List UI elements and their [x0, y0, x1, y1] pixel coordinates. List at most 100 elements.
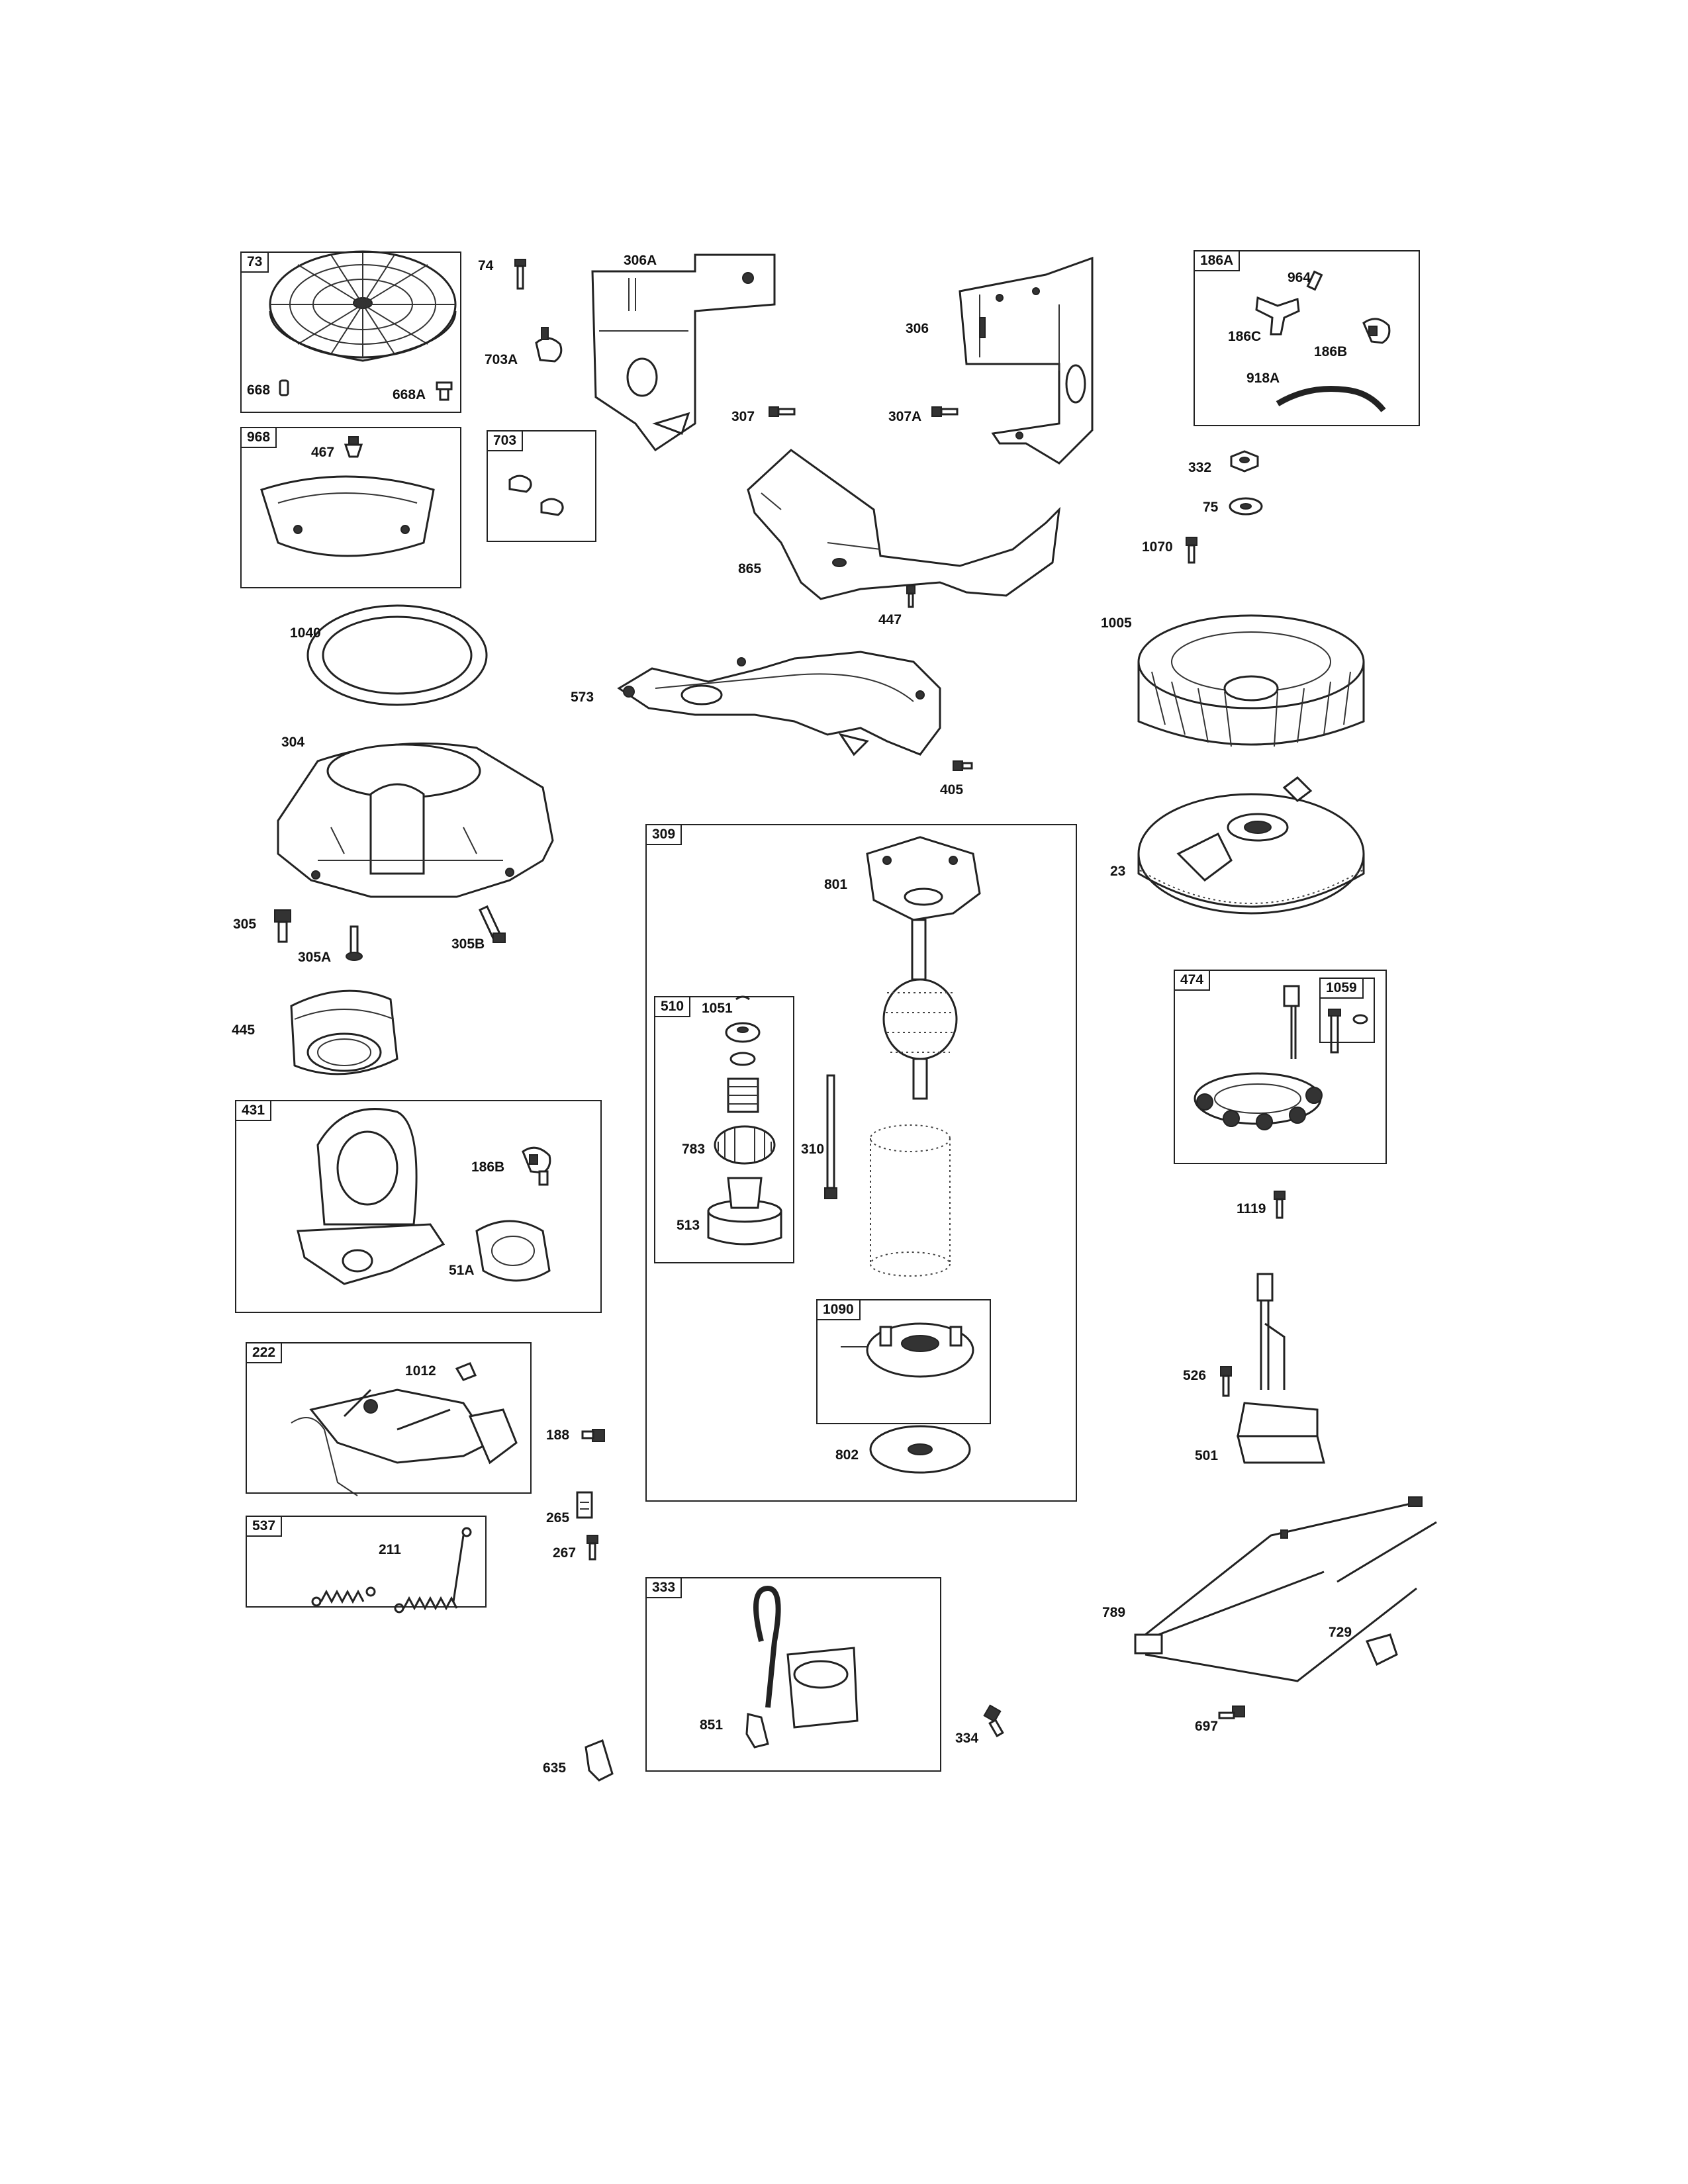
part-label-802: 802 [835, 1447, 859, 1463]
part-label-186B-top: 186B [1314, 344, 1348, 359]
group-box-186A: 186A [1194, 250, 1420, 426]
screw-305-drawing [274, 909, 291, 943]
part-label-964: 964 [1288, 270, 1311, 285]
rotating-screen-drawing [269, 250, 457, 362]
part-label-74: 74 [478, 258, 494, 273]
group-box-309: 309 [645, 824, 1077, 1502]
part-label-1070: 1070 [1142, 539, 1173, 555]
part-label-304: 304 [281, 735, 305, 750]
part-label-188: 188 [546, 1428, 570, 1443]
baffle-573-drawing [617, 651, 941, 756]
boot-635-drawing [585, 1739, 614, 1782]
part-label-501: 501 [1195, 1448, 1219, 1463]
part-label-703A: 703A [485, 352, 518, 367]
part-label-306: 306 [906, 321, 929, 336]
end-cap-802-drawing [869, 1425, 971, 1474]
ignition-coil-333-drawing [753, 1585, 859, 1729]
boot-851-drawing [745, 1713, 769, 1749]
group-box-968: 968 [240, 427, 461, 588]
part-label-789: 789 [1102, 1605, 1126, 1620]
fitting-964-drawing [1306, 270, 1323, 291]
clamp-265-drawing [576, 1491, 593, 1519]
part-label-186B: 186B [471, 1160, 505, 1175]
part-label-697: 697 [1195, 1719, 1219, 1734]
screw-1059-drawing [1328, 1009, 1368, 1054]
screw-188-drawing [581, 1429, 605, 1442]
screw-405-drawing [953, 760, 973, 771]
group-box-703: 703 [487, 430, 596, 542]
screw-307-drawing [769, 406, 796, 417]
clip-703A-drawing [535, 327, 563, 363]
part-label-729: 729 [1329, 1625, 1352, 1640]
pin-668A-drawing [436, 381, 453, 401]
group-box-73: 73 [240, 251, 461, 413]
drive-parts-drawing [725, 1022, 761, 1113]
part-label-310: 310 [801, 1142, 825, 1157]
part-label-51A: 51A [449, 1263, 475, 1278]
nut-332-drawing [1230, 450, 1259, 473]
group-tag-1059: 1059 [1321, 979, 1364, 999]
bracket-801-drawing [866, 836, 981, 921]
group-tag-510: 510 [655, 997, 691, 1017]
gasket-51A-drawing [475, 1220, 551, 1282]
clip-703-drawing [508, 475, 564, 516]
part-label-265: 265 [546, 1510, 570, 1525]
pin-668-drawing [279, 379, 289, 396]
group-tag-703: 703 [488, 432, 524, 451]
screw-1119-drawing [1274, 1191, 1286, 1219]
screw-267-drawing [586, 1535, 598, 1561]
part-label-307: 307 [731, 409, 755, 424]
armature-drawing [882, 919, 958, 1100]
part-label-332: 332 [1188, 460, 1212, 475]
cover-968-drawing [260, 475, 435, 557]
group-box-1059: 1059 [1319, 978, 1375, 1043]
screw-334-drawing [983, 1704, 1004, 1738]
link-1012-drawing [455, 1362, 477, 1381]
harness-789-drawing [1134, 1496, 1437, 1682]
part-label-405: 405 [940, 782, 964, 797]
screw-74-drawing [514, 259, 526, 290]
ring-1040-drawing [306, 604, 488, 706]
rectifier-501-drawing [1237, 1273, 1325, 1464]
part-label-306A: 306A [624, 253, 657, 268]
gear-783-drawing [714, 1125, 776, 1165]
baffle-865-drawing [747, 449, 1061, 600]
group-box-474: 474 [1174, 970, 1387, 1164]
screw-1070-drawing [1186, 537, 1197, 564]
group-tag-186A: 186A [1195, 251, 1241, 271]
fitting-186B-drawing [522, 1146, 551, 1186]
part-label-211: 211 [379, 1542, 401, 1557]
part-label-668: 668 [247, 383, 271, 398]
screw-697-drawing [1218, 1706, 1245, 1719]
part-label-305: 305 [233, 917, 257, 932]
part-label-783: 783 [682, 1142, 706, 1157]
fan-1005-drawing [1137, 614, 1365, 747]
screw-305A-drawing [346, 925, 363, 961]
governor-222-drawing [291, 1388, 518, 1496]
part-label-526: 526 [1183, 1368, 1207, 1383]
group-box-1090: 1090 [816, 1299, 991, 1424]
screw-447-drawing [906, 585, 915, 608]
part-label-305B: 305B [451, 936, 485, 952]
group-tag-431: 431 [236, 1101, 272, 1121]
part-label-447: 447 [878, 612, 902, 627]
clutch-513-drawing [707, 1177, 782, 1246]
hose-918A-drawing [1276, 386, 1386, 412]
spring-537-drawing [311, 1586, 376, 1607]
part-label-1005: 1005 [1101, 615, 1132, 631]
connector-729-drawing [1365, 1633, 1398, 1666]
air-cleaner-base-431-drawing [297, 1108, 445, 1285]
part-label-23: 23 [1110, 864, 1126, 879]
part-label-668A: 668A [393, 387, 426, 402]
part-label-467: 467 [311, 445, 335, 460]
part-label-305A: 305A [298, 950, 332, 965]
group-tag-309: 309 [647, 825, 682, 845]
stator-474-drawing [1194, 985, 1323, 1130]
part-label-801: 801 [824, 877, 848, 892]
part-label-307A: 307A [888, 409, 922, 424]
group-box-537: 537 [246, 1516, 487, 1608]
part-label-1040: 1040 [290, 625, 321, 641]
part-label-75: 75 [1203, 500, 1219, 515]
part-label-1051: 1051 [702, 1001, 733, 1016]
